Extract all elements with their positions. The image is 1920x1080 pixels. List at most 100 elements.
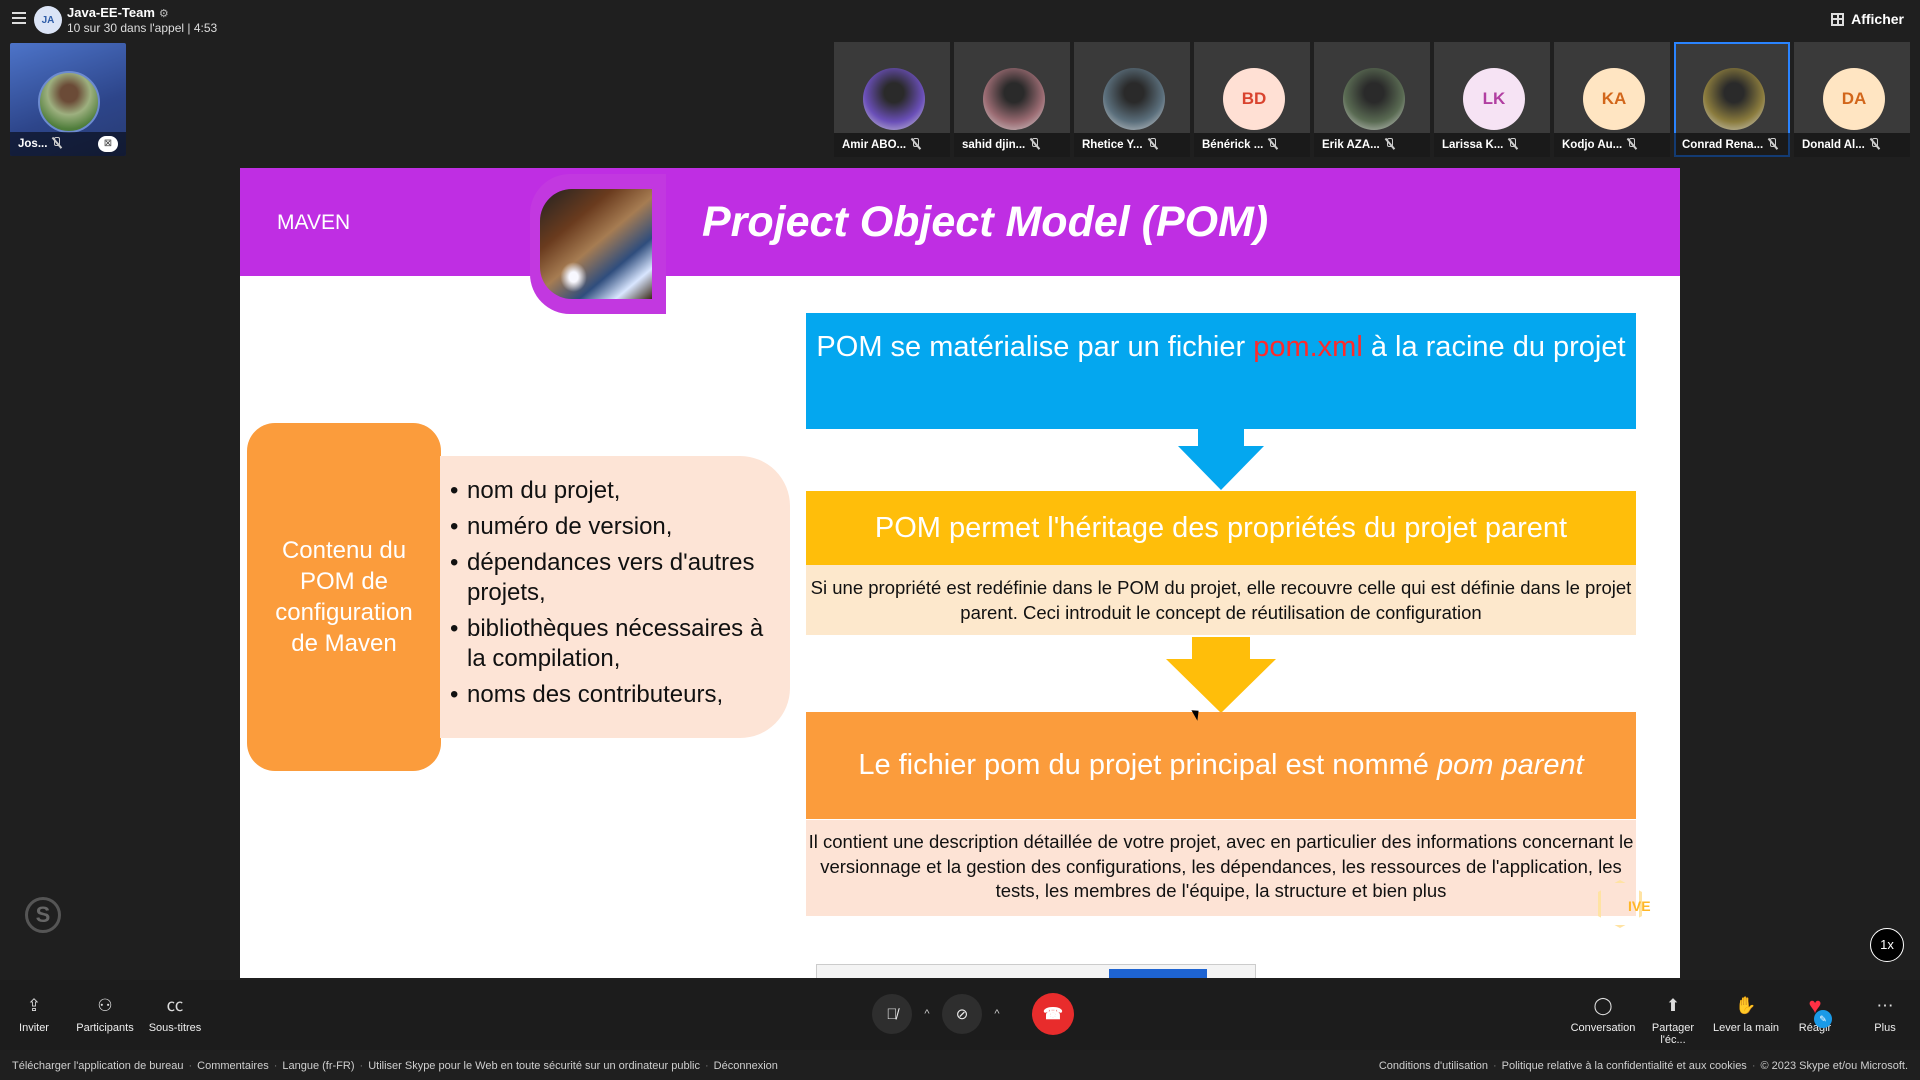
list-item: nom du projet, (450, 476, 778, 506)
mic-muted-icon (1147, 138, 1157, 150)
mic-muted-icon (1626, 138, 1636, 150)
watermark-logo: IVE (1598, 880, 1658, 930)
mic-muted-icon (1767, 138, 1777, 150)
down-arrow-icon (1178, 428, 1264, 490)
share-screen-icon: ⬆ (1665, 996, 1681, 1015)
mic-muted-icon (1267, 138, 1277, 150)
slide-header: MAVEN Project Object Model (POM) (240, 168, 1680, 276)
participant-avatar (863, 68, 925, 130)
slide-light-trail-image (540, 189, 652, 299)
invite-button[interactable]: ⇪ Inviter (16, 996, 52, 1034)
participant-name: Erik AZA... (1314, 133, 1430, 157)
pom-xml-highlight: pom.xml (1253, 331, 1363, 363)
video-options-chevron[interactable]: ^ (994, 1008, 1000, 1020)
captions-icon: ㏄ (166, 996, 184, 1015)
call-title[interactable]: Java-EE-Team⚙ (67, 5, 169, 20)
participant-tile[interactable]: Amir ABO... (834, 42, 950, 157)
call-toolbar: ⇪ Inviter ⚇ Participants ㏄ Sous-titres ◯… (0, 980, 1920, 1050)
participant-tile[interactable]: Conrad Rena... (1674, 42, 1790, 157)
mic-muted-icon (1384, 138, 1394, 150)
more-dots-icon: ⋯ (1876, 996, 1894, 1015)
phone-hangup-icon: ☎ (1043, 1006, 1063, 1023)
shared-window-edge (816, 964, 1256, 978)
self-video-tile[interactable]: Jos... ⊠ (10, 43, 126, 156)
react-button[interactable]: ♥ ✎ Réagir (1792, 995, 1838, 1034)
participant-name: Bénérick ... (1194, 133, 1310, 157)
self-avatar (38, 71, 100, 133)
settings-icon[interactable]: ⚙ (158, 8, 169, 20)
pom-content-box: Contenu du POM de configuration de Maven (247, 423, 441, 771)
footer-link[interactable]: Déconnexion (713, 1060, 778, 1072)
participant-tile[interactable]: LK Larissa K... (1434, 42, 1550, 157)
call-status: 10 sur 30 dans l'appel | 4:53 (67, 21, 218, 35)
participant-tile[interactable]: BD Bénérick ... (1194, 42, 1310, 157)
participant-name: Amir ABO... (834, 133, 950, 157)
footer-links-left: Télécharger l'application de bureau·Comm… (12, 1060, 778, 1072)
people-icon: ⚇ (97, 996, 113, 1015)
mute-button[interactable]: 🎙̸ (872, 994, 912, 1034)
camera-off-icon: ⊘ (955, 1006, 969, 1023)
list-item: noms des contributeurs, (450, 680, 778, 710)
footer-link[interactable]: Conditions d'utilisation (1378, 1060, 1488, 1072)
participants-button[interactable]: ⚇ Participants (74, 996, 136, 1034)
list-item: bibliothèques nécessaires à la compilati… (450, 614, 778, 674)
end-call-button[interactable]: ☎ (1032, 993, 1074, 1035)
shared-screen: MAVEN Project Object Model (POM) Contenu… (240, 168, 1680, 978)
participant-avatar (1703, 68, 1765, 130)
hand-icon: ✋ (1735, 996, 1757, 1015)
participant-tile[interactable]: sahid djin... (954, 42, 1070, 157)
participant-name: Rhetice Y... (1074, 133, 1190, 157)
parent-pom-description: Il contient une description détaillée de… (806, 820, 1636, 916)
playback-speed-button[interactable]: 1x (1870, 928, 1904, 962)
pom-content-label: Contenu du POM de configuration de Maven (275, 537, 413, 657)
footer-link[interactable]: Politique relative à la confidentialité … (1501, 1060, 1747, 1072)
camera-switch-icon[interactable]: ⊠ (98, 136, 118, 152)
share-upload-icon: ⇪ (26, 996, 42, 1015)
pom-file-box: POM se matérialise par un fichier pom.xm… (806, 313, 1636, 429)
camera-button[interactable]: ⊘ (942, 994, 982, 1034)
more-button[interactable]: ⋯ Plus (1870, 996, 1900, 1034)
inheritance-box: POM permet l'héritage des propriétés du … (806, 491, 1636, 565)
footer-links-right: Conditions d'utilisation·Politique relat… (1378, 1060, 1908, 1072)
footer-link[interactable]: Langue (fr-FR) (282, 1060, 355, 1072)
participant-strip: Amir ABO...sahid djin...Rhetice Y... BD Bé… (834, 42, 1910, 158)
participant-name: Kodjo Au... (1554, 133, 1670, 157)
pom-content-list: nom du projet, numéro de version, dépend… (440, 456, 790, 738)
footer-link[interactable]: Commentaires (197, 1060, 269, 1072)
parent-pom-box: Le fichier pom du projet principal est n… (806, 712, 1636, 819)
chat-icon: ◯ (1593, 996, 1613, 1015)
participant-avatar (1343, 68, 1405, 130)
footer-link[interactable]: Télécharger l'application de bureau (12, 1060, 184, 1072)
participant-avatar: KA (1583, 68, 1645, 130)
participant-tile[interactable]: Rhetice Y... (1074, 42, 1190, 157)
grid-icon (1831, 12, 1845, 26)
call-header: JA Java-EE-Team⚙ 10 sur 30 dans l'appel … (0, 0, 1920, 40)
footer-link[interactable]: © 2023 Skype et/ou Microsoft. (1760, 1060, 1908, 1072)
audio-options-chevron[interactable]: ^ (924, 1008, 930, 1020)
participant-avatar: DA (1823, 68, 1885, 130)
slide-section-label: MAVEN (277, 211, 351, 234)
mic-muted-icon (1507, 138, 1517, 150)
raise-hand-button[interactable]: ✋ Lever la main (1710, 996, 1782, 1034)
view-layout-button[interactable]: Afficher (1831, 11, 1904, 27)
pom-parent-term: pom parent (1436, 749, 1584, 781)
participant-tile[interactable]: KA Kodjo Au... (1554, 42, 1670, 157)
pen-icon: ✎ (1814, 1010, 1832, 1028)
share-screen-button[interactable]: ⬆ Partager l'éc... (1638, 996, 1708, 1046)
footer-link[interactable]: Utiliser Skype pour le Web en toute sécu… (368, 1060, 700, 1072)
group-avatar[interactable]: JA (34, 6, 62, 34)
list-item: numéro de version, (450, 512, 778, 542)
hamburger-menu-icon[interactable] (12, 12, 26, 24)
participant-avatar: BD (1223, 68, 1285, 130)
subtitles-button[interactable]: ㏄ Sous-titres (146, 996, 204, 1034)
view-layout-label: Afficher (1851, 11, 1904, 27)
mic-muted-icon (51, 137, 61, 149)
participant-tile[interactable]: Erik AZA... (1314, 42, 1430, 157)
conversation-button[interactable]: ◯ Conversation (1570, 996, 1636, 1034)
participant-name: Conrad Rena... (1674, 133, 1790, 157)
inheritance-description: Si une propriété est redéfinie dans le P… (806, 565, 1636, 635)
participant-avatar: LK (1463, 68, 1525, 130)
participant-name: Larissa K... (1434, 133, 1550, 157)
mic-muted-icon (1029, 138, 1039, 150)
